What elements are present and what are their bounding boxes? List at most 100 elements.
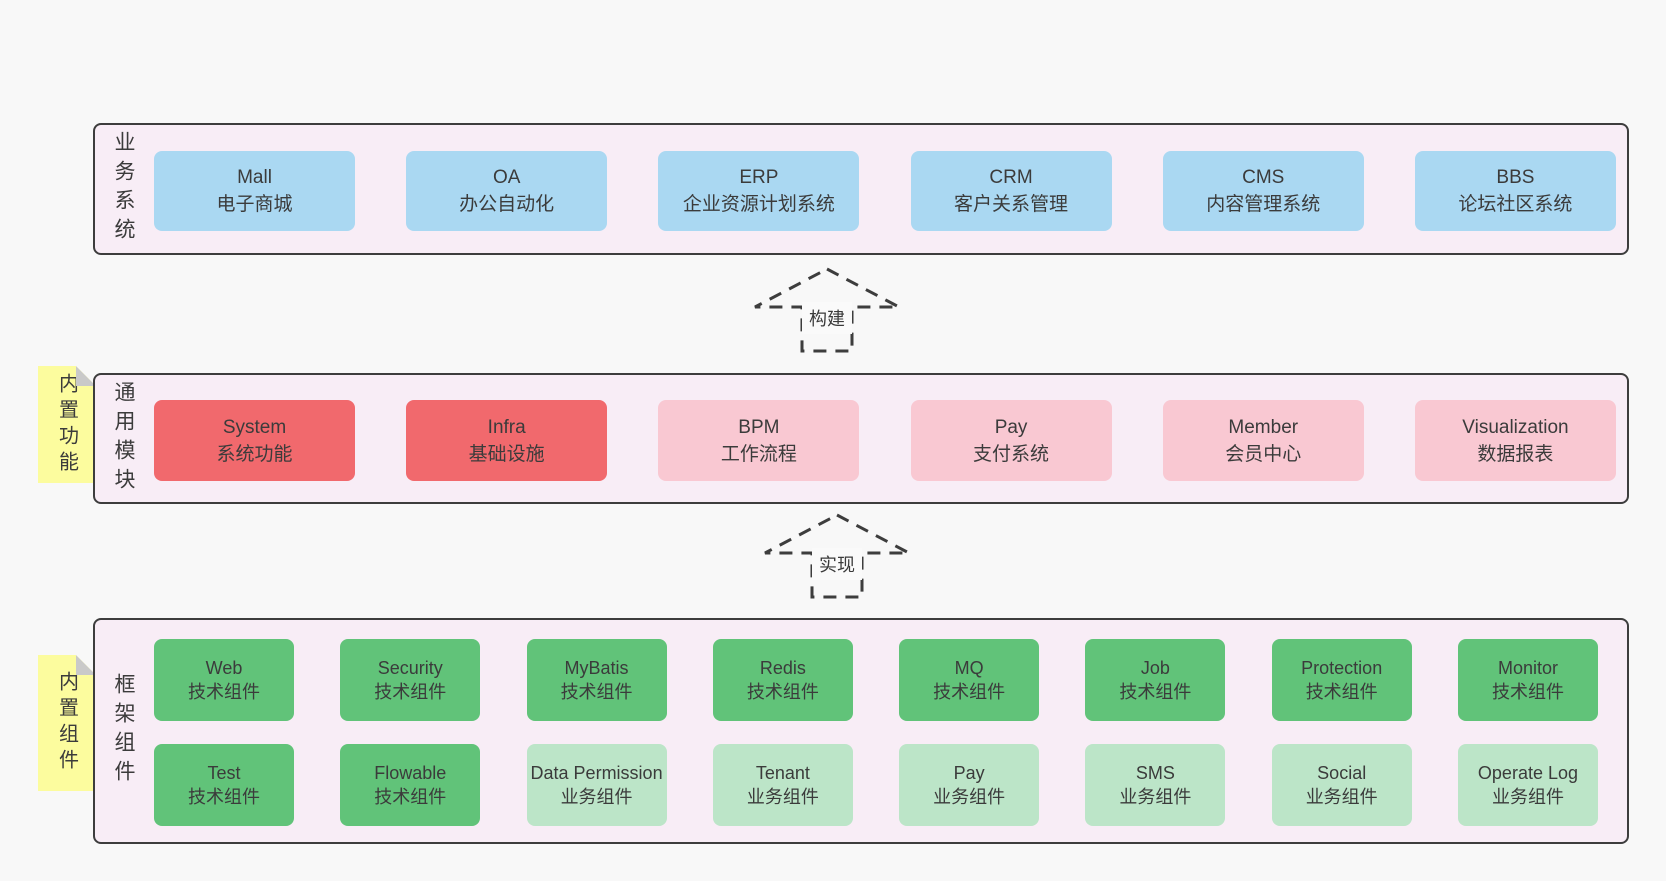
box-name: SMS (1135, 763, 1175, 783)
box-oa: OA 办公自动化 (406, 151, 608, 231)
box-mq: MQ 技术组件 (899, 639, 1040, 721)
box-desc: 技术组件 (933, 682, 1006, 702)
box-desc: 技术组件 (374, 682, 447, 702)
box-monitor: Monitor 技术组件 (1457, 639, 1598, 721)
box-name: Operate Log (1477, 763, 1578, 783)
box-operate-log: Operate Log 业务组件 (1457, 744, 1598, 826)
build-arrow: 构建 (752, 266, 902, 354)
box-name: CMS (1242, 167, 1285, 188)
box-web: Web 技术组件 (154, 639, 294, 721)
sticky-note-built-in-features: 内置功能 (38, 366, 96, 483)
implement-arrow: 实现 (762, 512, 912, 600)
box-name: Tenant (755, 763, 810, 783)
up-arrow-dashed-icon (764, 513, 910, 599)
box-name: Flowable (374, 763, 447, 783)
box-desc: 支付系统 (973, 443, 1050, 465)
box-name: Social (1317, 763, 1367, 783)
box-security: Security 技术组件 (340, 639, 481, 721)
box-desc: 技术组件 (188, 682, 260, 702)
box-desc: 论坛社区系统 (1458, 194, 1573, 215)
box-name: Visualization (1462, 416, 1569, 438)
box-desc: 技术组件 (746, 682, 819, 702)
box-desc: 业务组件 (746, 787, 819, 807)
box-flowable: Flowable 技术组件 (340, 744, 481, 826)
box-cms: CMS 内容管理系统 (1162, 151, 1364, 231)
box-name: MQ (954, 658, 984, 678)
box-desc: 业务组件 (560, 787, 633, 807)
box-erp: ERP 企业资源计划系统 (658, 151, 860, 231)
box-name: Member (1228, 416, 1299, 438)
box-protection: Protection 技术组件 (1271, 639, 1412, 721)
box-system: System 系统功能 (154, 400, 355, 481)
box-redis: Redis 技术组件 (712, 639, 853, 721)
box-data-permission: Data Permission 业务组件 (526, 744, 667, 826)
box-desc: 企业资源计划系统 (682, 194, 835, 215)
box-name: Mall (237, 167, 272, 188)
box-desc: 业务组件 (1491, 787, 1564, 807)
sticky-note-label: 内置组件 (55, 671, 78, 775)
layer-label-common-modules: 通用模块 (112, 380, 135, 497)
box-visualization: Visualization 数据报表 (1414, 400, 1616, 481)
box-desc: 业务组件 (1305, 787, 1378, 807)
box-name: Web (205, 658, 243, 678)
box-pay-component: Pay 业务组件 (899, 744, 1040, 826)
box-mybatis: MyBatis 技术组件 (526, 639, 667, 721)
box-desc: 技术组件 (1491, 682, 1564, 702)
box-desc: 办公自动化 (459, 194, 555, 215)
business-systems-row: Mall 电子商城 OA 办公自动化 ERP 企业资源计划系统 CRM 客户关系… (154, 151, 1616, 231)
box-infra: Infra 基础设施 (406, 400, 608, 481)
box-name: Data Permission (530, 763, 663, 783)
box-desc: 内容管理系统 (1206, 194, 1321, 215)
box-member: Member 会员中心 (1162, 400, 1364, 481)
box-name: Protection (1301, 658, 1383, 678)
implement-arrow-label: 实现 (812, 548, 862, 580)
framework-components-row-1: Web 技术组件 Security 技术组件 MyBatis 技术组件 Redi… (154, 639, 1598, 721)
box-desc: 技术组件 (560, 682, 633, 702)
box-mall: Mall 电子商城 (154, 151, 355, 231)
box-pay-system: Pay 支付系统 (910, 400, 1112, 481)
box-desc: 工作流程 (720, 443, 797, 465)
box-name: OA (492, 167, 521, 188)
layer-framework-components: 框架组件 Web 技术组件 Security 技术组件 MyBatis 技术组件… (93, 618, 1629, 844)
box-desc: 业务组件 (1119, 787, 1192, 807)
box-name: Monitor (1497, 658, 1558, 678)
sticky-note-label: 内置功能 (55, 372, 78, 477)
box-desc: 技术组件 (188, 787, 260, 807)
box-name: BBS (1496, 167, 1535, 188)
box-desc: 数据报表 (1477, 443, 1554, 465)
build-arrow-label: 构建 (802, 302, 852, 334)
layer-common-modules: 通用模块 System 系统功能 Infra 基础设施 BPM 工作流程 Pay… (93, 373, 1629, 504)
box-name: BPM (738, 416, 780, 438)
box-desc: 业务组件 (933, 787, 1006, 807)
box-name: CRM (989, 167, 1033, 188)
layer-label-framework-components: 框架组件 (112, 673, 135, 789)
layer-business-systems: 业务系统 Mall 电子商城 OA 办公自动化 ERP 企业资源计划系统 CRM… (93, 123, 1629, 255)
box-job: Job 技术组件 (1085, 639, 1226, 721)
box-name: Infra (487, 416, 526, 438)
up-arrow-dashed-icon (754, 267, 900, 353)
box-social: Social 业务组件 (1271, 744, 1412, 826)
box-bbs: BBS 论坛社区系统 (1414, 151, 1616, 231)
box-name: System (222, 416, 287, 438)
box-sms: SMS 业务组件 (1085, 744, 1226, 826)
box-desc: 基础设施 (468, 443, 545, 465)
box-name: Job (1140, 658, 1170, 678)
box-name: Redis (759, 658, 806, 678)
box-name: Pay (953, 763, 985, 783)
box-tenant: Tenant 业务组件 (712, 744, 853, 826)
layer-label-business-systems: 业务系统 (112, 131, 135, 247)
box-desc: 技术组件 (1119, 682, 1192, 702)
box-name: ERP (739, 167, 779, 188)
box-desc: 电子商城 (216, 194, 293, 215)
framework-components-row-2: Test 技术组件 Flowable 技术组件 Data Permission … (154, 744, 1598, 826)
box-name: Pay (994, 416, 1028, 438)
box-name: Security (377, 658, 443, 678)
box-name: MyBatis (564, 658, 629, 678)
box-desc: 客户关系管理 (954, 194, 1069, 215)
box-bpm: BPM 工作流程 (658, 400, 860, 481)
box-desc: 会员中心 (1225, 443, 1302, 465)
box-crm: CRM 客户关系管理 (910, 151, 1112, 231)
box-desc: 技术组件 (1305, 682, 1378, 702)
box-name: Test (207, 763, 241, 783)
